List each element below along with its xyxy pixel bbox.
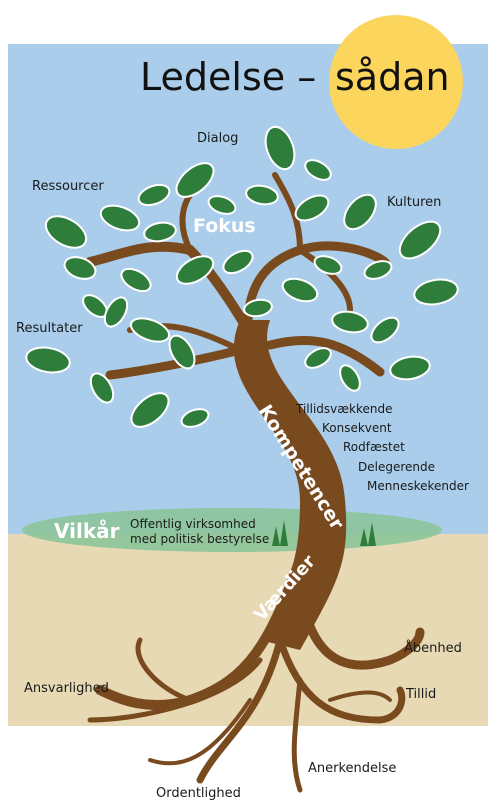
competence-item: Rodfæstet — [343, 440, 405, 454]
competence-item: Delegerende — [358, 460, 435, 474]
label-ressourcer: Ressourcer — [32, 179, 104, 194]
leaves — [25, 125, 459, 428]
grass-tufts — [272, 520, 376, 546]
label-dialog: Dialog — [197, 131, 238, 146]
competence-item: Menneskekender — [367, 479, 469, 493]
competence-item: Konsekvent — [322, 421, 392, 435]
label-tillid: Tillid — [405, 687, 436, 702]
competence-item: Tillidsvækkende — [295, 402, 393, 416]
tree-trunk — [233, 320, 347, 650]
title-part1: Ledelse – — [140, 55, 316, 99]
label-resultater: Resultater — [16, 321, 83, 336]
label-ordentlighed: Ordentlighed — [156, 786, 241, 801]
label-fokus: Fokus — [193, 215, 256, 237]
vilkaar-line1: Offentlig virksomhed — [130, 517, 256, 531]
label-vilkaar: Vilkår — [54, 519, 120, 543]
ground-background — [8, 534, 488, 726]
label-aabenhed: Åbenhed — [404, 640, 462, 656]
vilkaar-line2: med politisk bestyrelse — [130, 532, 269, 546]
label-ansvarlighed: Ansvarlighed — [24, 681, 109, 696]
title-part2: sådan — [335, 55, 450, 99]
branches — [85, 172, 390, 380]
sun — [329, 15, 463, 149]
label-kulturen: Kulturen — [387, 195, 441, 210]
label-anerkendelse: Anerkendelse — [308, 761, 396, 776]
